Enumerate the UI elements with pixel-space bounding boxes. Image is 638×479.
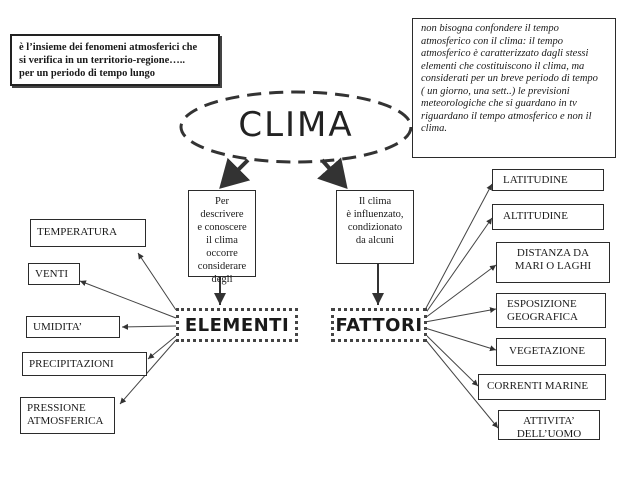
describe-box: Per descrivere e conoscere il clima occo… <box>188 190 256 285</box>
element-precipitazioni: PRECIPITAZIONI <box>22 352 147 376</box>
arrow-fattori-esposizione <box>424 307 497 323</box>
note-line-1: non bisogna confondere il tempo <box>421 23 559 34</box>
esposizione-line-1: ESPOSIZIONE <box>507 298 577 310</box>
weather-vs-climate-note: non bisogna confondere il tempo atmosfer… <box>412 18 616 158</box>
arrow-elementi-umidita <box>121 323 177 330</box>
note-line-6: ( un giorno, una sett..) le previsioni <box>421 85 570 97</box>
note-line-7: meteorologiche che si guardano in tv <box>421 98 577 109</box>
describe-line-4: occorre <box>206 248 238 259</box>
definition-line-1: è l’insieme dei fenomeni atmosferici che <box>19 42 198 53</box>
describe-line-5: considerare <box>197 261 247 272</box>
arrow-fattori-distanza <box>424 264 497 319</box>
pressione-line-1: PRESSIONE <box>27 402 86 414</box>
definition-line-3: per un periodo di tempo lungo <box>19 68 156 79</box>
describe-line-6: degli <box>211 274 233 285</box>
attivita-line-2: DELL’UOMO <box>516 428 582 440</box>
arrow-fattori-correnti <box>424 333 479 387</box>
factor-correnti: CORRENTI MARINE <box>478 374 606 400</box>
note-line-5: considerati per un breve periodo di temp… <box>421 73 598 84</box>
influence-line-2: è influenzato, <box>346 209 404 220</box>
factor-attivita: ATTIVITA’ DELL’UOMO <box>498 410 600 440</box>
arrow-elementi-precipitazioni <box>147 335 177 360</box>
distanza-line-1: DISTANZA DA <box>516 247 590 259</box>
note-line-2: atmosferico con il clima: il tempo <box>421 35 564 47</box>
influence-line-1: Il clima <box>358 196 392 207</box>
arrow-to-describe <box>219 157 251 189</box>
arrow-to-influence <box>317 157 348 189</box>
central-title: CLIMA <box>238 105 354 145</box>
factor-esposizione: ESPOSIZIONE GEOGRAFICA <box>496 293 606 328</box>
arrow-fattori-latitudine <box>424 183 493 311</box>
factor-latitudine: LATITUDINE <box>492 169 604 191</box>
distanza-line-2: MARI O LAGHI <box>514 260 592 272</box>
pressione-line-2: ATMOSFERICA <box>27 415 104 427</box>
category-elementi: ELEMENTI <box>176 308 298 342</box>
arrow-fattori-altitudine <box>424 217 493 315</box>
arrow-elementi-pressione <box>119 339 177 405</box>
arrow-elementi-venti <box>79 280 177 319</box>
element-pressione: PRESSIONE ATMOSFERICA <box>20 397 115 434</box>
influence-box: Il clima è influenzato, condizionato da … <box>336 190 414 264</box>
factor-vegetazione: VEGETAZIONE <box>496 338 606 366</box>
factor-altitudine: ALTITUDINE <box>492 204 604 230</box>
influence-line-3: condizionato <box>347 222 403 233</box>
note-line-8: riguardano il tempo atmosferico e non il <box>421 110 592 122</box>
factor-distanza: DISTANZA DA MARI O LAGHI <box>496 242 610 283</box>
describe-line-3: il clima <box>206 235 238 246</box>
arrow-fattori-attivita <box>424 338 499 429</box>
note-line-3: atmosferico è caratterizzato dagli stess… <box>421 48 589 59</box>
esposizione-line-2: GEOGRAFICA <box>507 311 578 323</box>
influence-line-4: da alcuni <box>355 235 395 246</box>
definition-line-2: si verifica in un territorio-regione….. <box>19 55 186 66</box>
describe-line-1: Per descrivere <box>200 196 244 220</box>
element-venti: VENTI <box>28 263 80 285</box>
arrow-elementi-temperatura <box>137 252 177 311</box>
clima-ellipse <box>179 90 413 164</box>
category-fattori: FATTORI <box>331 308 427 342</box>
arrow-fattori-vegetazione <box>424 327 497 352</box>
note-line-9: clima. <box>421 123 447 134</box>
describe-line-2: e conoscere <box>197 222 247 233</box>
definition-box: è l’insieme dei fenomeni atmosferici che… <box>10 34 220 86</box>
element-umidita: UMIDITA’ <box>26 316 120 338</box>
element-temperatura: TEMPERATURA <box>30 219 146 247</box>
attivita-line-1: ATTIVITA’ <box>523 415 575 427</box>
note-line-4: elementi che costituiscono il clima, ma <box>421 60 585 72</box>
